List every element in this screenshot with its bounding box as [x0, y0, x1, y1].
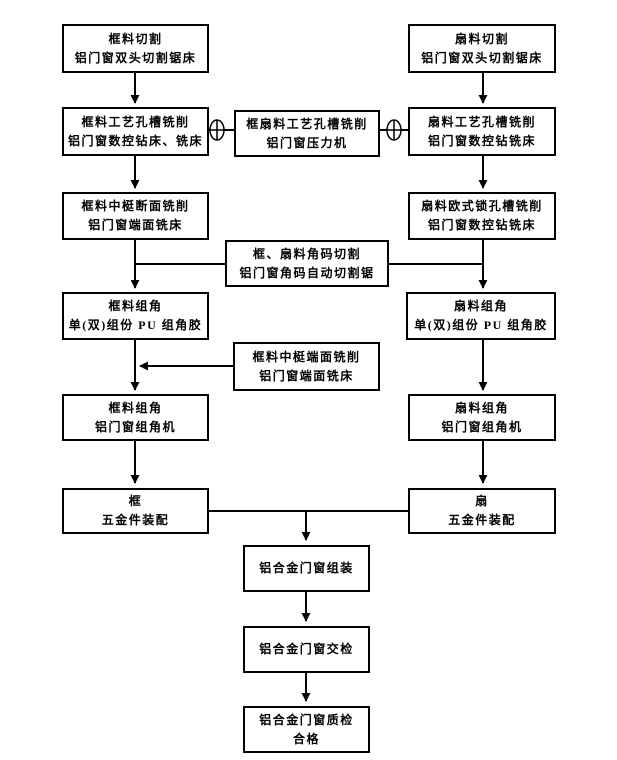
box-line: 铝门窗双头切割锯床 [74, 50, 197, 65]
box-line: 铝门窗双头切割锯床 [421, 50, 543, 65]
flow-box-sash-hole-slot-milling: 扇料工艺孔槽铣削 铝门窗数控钻铣床 [408, 107, 556, 156]
box-line: 框料中梃端面铣削 [252, 349, 361, 364]
box-line: 扇料组角 [453, 299, 508, 313]
box-line: 框料中梃断面铣削 [81, 199, 190, 213]
flow-box-sash-hardware-assembly: 扇 五金件装配 [408, 488, 556, 534]
box-line: 铝门窗端面铣床 [88, 218, 183, 232]
circle-plus-icon [386, 119, 402, 141]
box-line: 铝门窗数控钻床、铣床 [67, 133, 203, 148]
box-line: 合格 [292, 731, 320, 746]
flow-box-window-assembly: 铝合金门窗组装 [243, 545, 370, 592]
box-line: 铝合金门窗交检 [259, 642, 354, 656]
flow-box-frame-corner-machine: 框料组角 铝门窗组角机 [62, 394, 209, 441]
box-line: 五金件装配 [101, 513, 170, 527]
flow-box-frame-hardware-assembly: 框 五金件装配 [62, 488, 209, 534]
box-line: 框 [128, 494, 143, 508]
flow-box-frame-sash-hole-slot-milling: 框扇料工艺孔槽铣削 铝门窗压力机 [234, 110, 380, 157]
flow-box-frame-corner-glue: 框料组角 单(双)组份 PU 组角胶 [62, 292, 209, 340]
flow-box-frame-mullion-end-milling: 框料中梃端面铣削 铝门窗端面铣床 [233, 342, 380, 391]
box-line: 框、扇料角码切割 [252, 246, 361, 261]
box-line: 扇料切割 [454, 31, 509, 46]
flow-box-window-quality-pass: 铝合金门窗质检 合格 [243, 706, 370, 753]
box-line: 铝门窗组角机 [441, 419, 523, 434]
box-line: 扇料组角 [454, 400, 509, 415]
flow-box-frame-cutting: 框料切割 铝门窗双头切割锯床 [62, 24, 209, 73]
flow-box-sash-corner-glue: 扇料组角 单(双)组份 PU 组角胶 [406, 292, 556, 340]
flow-box-sash-euro-lock-milling: 扇料欧式锁孔槽铣削 铝门窗数控钻铣床 [408, 192, 556, 240]
box-line: 铝合金门窗质检 [259, 712, 354, 727]
box-line: 扇料欧式锁孔槽铣削 [421, 199, 543, 213]
flow-box-sash-cutting: 扇料切割 铝门窗双头切割锯床 [408, 24, 556, 73]
box-line: 铝门窗组角机 [94, 419, 176, 434]
box-line: 铝门窗压力机 [266, 135, 348, 150]
box-line: 框料工艺孔槽铣削 [81, 114, 190, 129]
box-line: 框料组角 [108, 400, 163, 415]
flow-box-frame-hole-slot-milling: 框料工艺孔槽铣削 铝门窗数控钻床、铣床 [62, 107, 209, 156]
box-line: 铝门窗数控钻铣床 [427, 218, 536, 232]
box-line: 单(双)组份 PU 组角胶 [68, 318, 203, 332]
box-line: 单(双)组份 PU 组角胶 [414, 318, 548, 332]
flow-box-sash-corner-machine: 扇料组角 铝门窗组角机 [408, 394, 556, 441]
box-line: 框料切割 [108, 31, 163, 46]
box-line: 铝门窗角码自动切割锯 [239, 265, 375, 280]
box-line: 五金件装配 [448, 513, 516, 527]
box-line: 扇 [475, 494, 489, 508]
flow-box-frame-mullion-section-milling: 框料中梃断面铣削 铝门窗端面铣床 [62, 192, 209, 240]
box-line: 铝合金门窗组装 [259, 561, 354, 575]
box-line: 框扇料工艺孔槽铣削 [246, 116, 368, 131]
flow-box-window-cross-inspection: 铝合金门窗交检 [243, 626, 370, 673]
box-line: 扇料工艺孔槽铣削 [427, 114, 536, 129]
circle-plus-icon [209, 119, 225, 141]
flow-box-corner-key-cutting: 框、扇料角码切割 铝门窗角码自动切割锯 [225, 240, 389, 287]
box-line: 铝门窗数控钻铣床 [427, 133, 536, 148]
box-line: 铝门窗端面铣床 [259, 368, 354, 383]
box-line: 框料组角 [108, 299, 163, 313]
